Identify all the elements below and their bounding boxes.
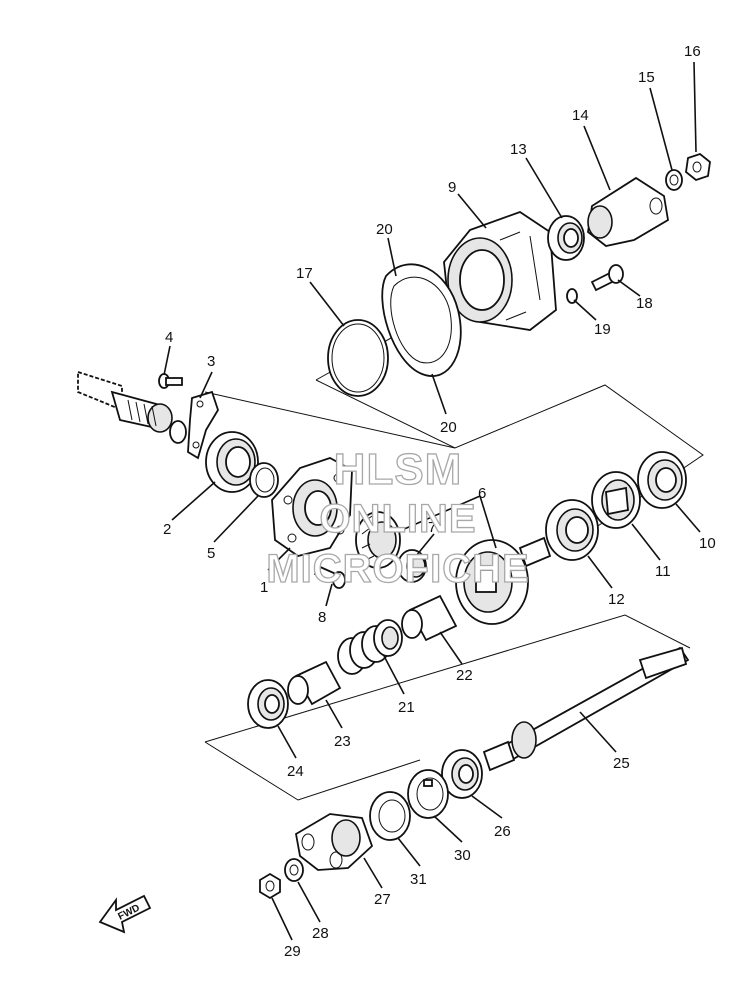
callout-22: 22 (456, 667, 473, 684)
bearing-13 (547, 215, 585, 261)
callout-14: 14 (572, 107, 589, 124)
callout-24: 24 (287, 763, 304, 780)
plate-3 (187, 390, 219, 460)
callout-1: 1 (260, 579, 268, 596)
bearing-24 (247, 679, 289, 729)
callout-28: 28 (312, 925, 329, 942)
callout-6: 6 (478, 485, 486, 502)
fwd-arrow-icon: FWD (98, 894, 152, 934)
collar-23 (287, 660, 342, 706)
bearing-12 (545, 499, 599, 561)
bolt-18 (590, 264, 624, 292)
input-shaft (77, 370, 187, 444)
gear-6 (355, 511, 401, 569)
collar-7 (397, 549, 427, 583)
callout-20a: 20 (376, 221, 393, 238)
callout-17: 17 (296, 265, 313, 282)
callout-11: 11 (655, 563, 671, 580)
watermark-line-2: ONLINE (319, 497, 476, 541)
callout-labels: 1 2 3 4 5 6 7 8 9 10 11 12 13 14 15 16 1… (163, 43, 716, 960)
callout-19: 19 (594, 321, 611, 338)
seal-31 (369, 791, 411, 841)
callout-31: 31 (410, 871, 427, 888)
sleeve-22 (401, 594, 458, 642)
callout-29: 29 (284, 943, 301, 960)
washer-28 (284, 858, 304, 882)
callout-25: 25 (613, 755, 630, 772)
housing-1 (271, 457, 353, 557)
callout-20b: 20 (440, 419, 457, 436)
callout-12: 12 (608, 591, 625, 608)
bearing-2 (205, 431, 259, 493)
callout-2: 2 (163, 521, 171, 538)
gasket-20 (381, 263, 462, 377)
callout-30: 30 (454, 847, 471, 864)
callout-4: 4 (165, 329, 173, 346)
bearing-26 (441, 749, 483, 799)
callout-21: 21 (398, 699, 415, 716)
watermark-line-1: HLSM (334, 445, 463, 494)
yoke-27 (295, 813, 374, 871)
yoke-14 (587, 176, 669, 247)
fwd-label: FWD (116, 903, 141, 923)
watermark-line-3: MICROFICHE (266, 547, 529, 591)
nut-16 (685, 152, 711, 182)
retainer-11 (591, 471, 641, 529)
callout-16: 16 (684, 43, 701, 60)
leader-lines (163, 61, 701, 941)
callout-3: 3 (207, 353, 215, 370)
assembly-outline-lower (204, 614, 691, 801)
drive-shaft-25 (482, 646, 690, 772)
shim-5 (249, 462, 279, 498)
callout-13: 13 (510, 141, 527, 158)
callout-23: 23 (334, 733, 351, 750)
gear-case-9 (443, 210, 557, 331)
spring-21 (337, 619, 403, 675)
bearing-10 (637, 451, 687, 509)
bolt-4 (158, 373, 183, 389)
retainer-30 (407, 769, 449, 819)
watermark: HLSM ONLINE MICROFICHE (266, 444, 530, 591)
washer-15 (665, 169, 683, 191)
callout-10: 10 (699, 535, 716, 552)
callout-27: 27 (374, 891, 391, 908)
nut-29 (259, 872, 281, 900)
o-ring-17 (327, 319, 389, 397)
ring-gear (455, 536, 552, 625)
callout-8: 8 (318, 609, 326, 626)
callout-5: 5 (207, 545, 215, 562)
callout-7: 7 (428, 519, 436, 536)
callout-9: 9 (448, 179, 456, 196)
callout-18: 18 (636, 295, 653, 312)
callout-15: 15 (638, 69, 655, 86)
bolt-8 (313, 564, 346, 589)
callout-26: 26 (494, 823, 511, 840)
